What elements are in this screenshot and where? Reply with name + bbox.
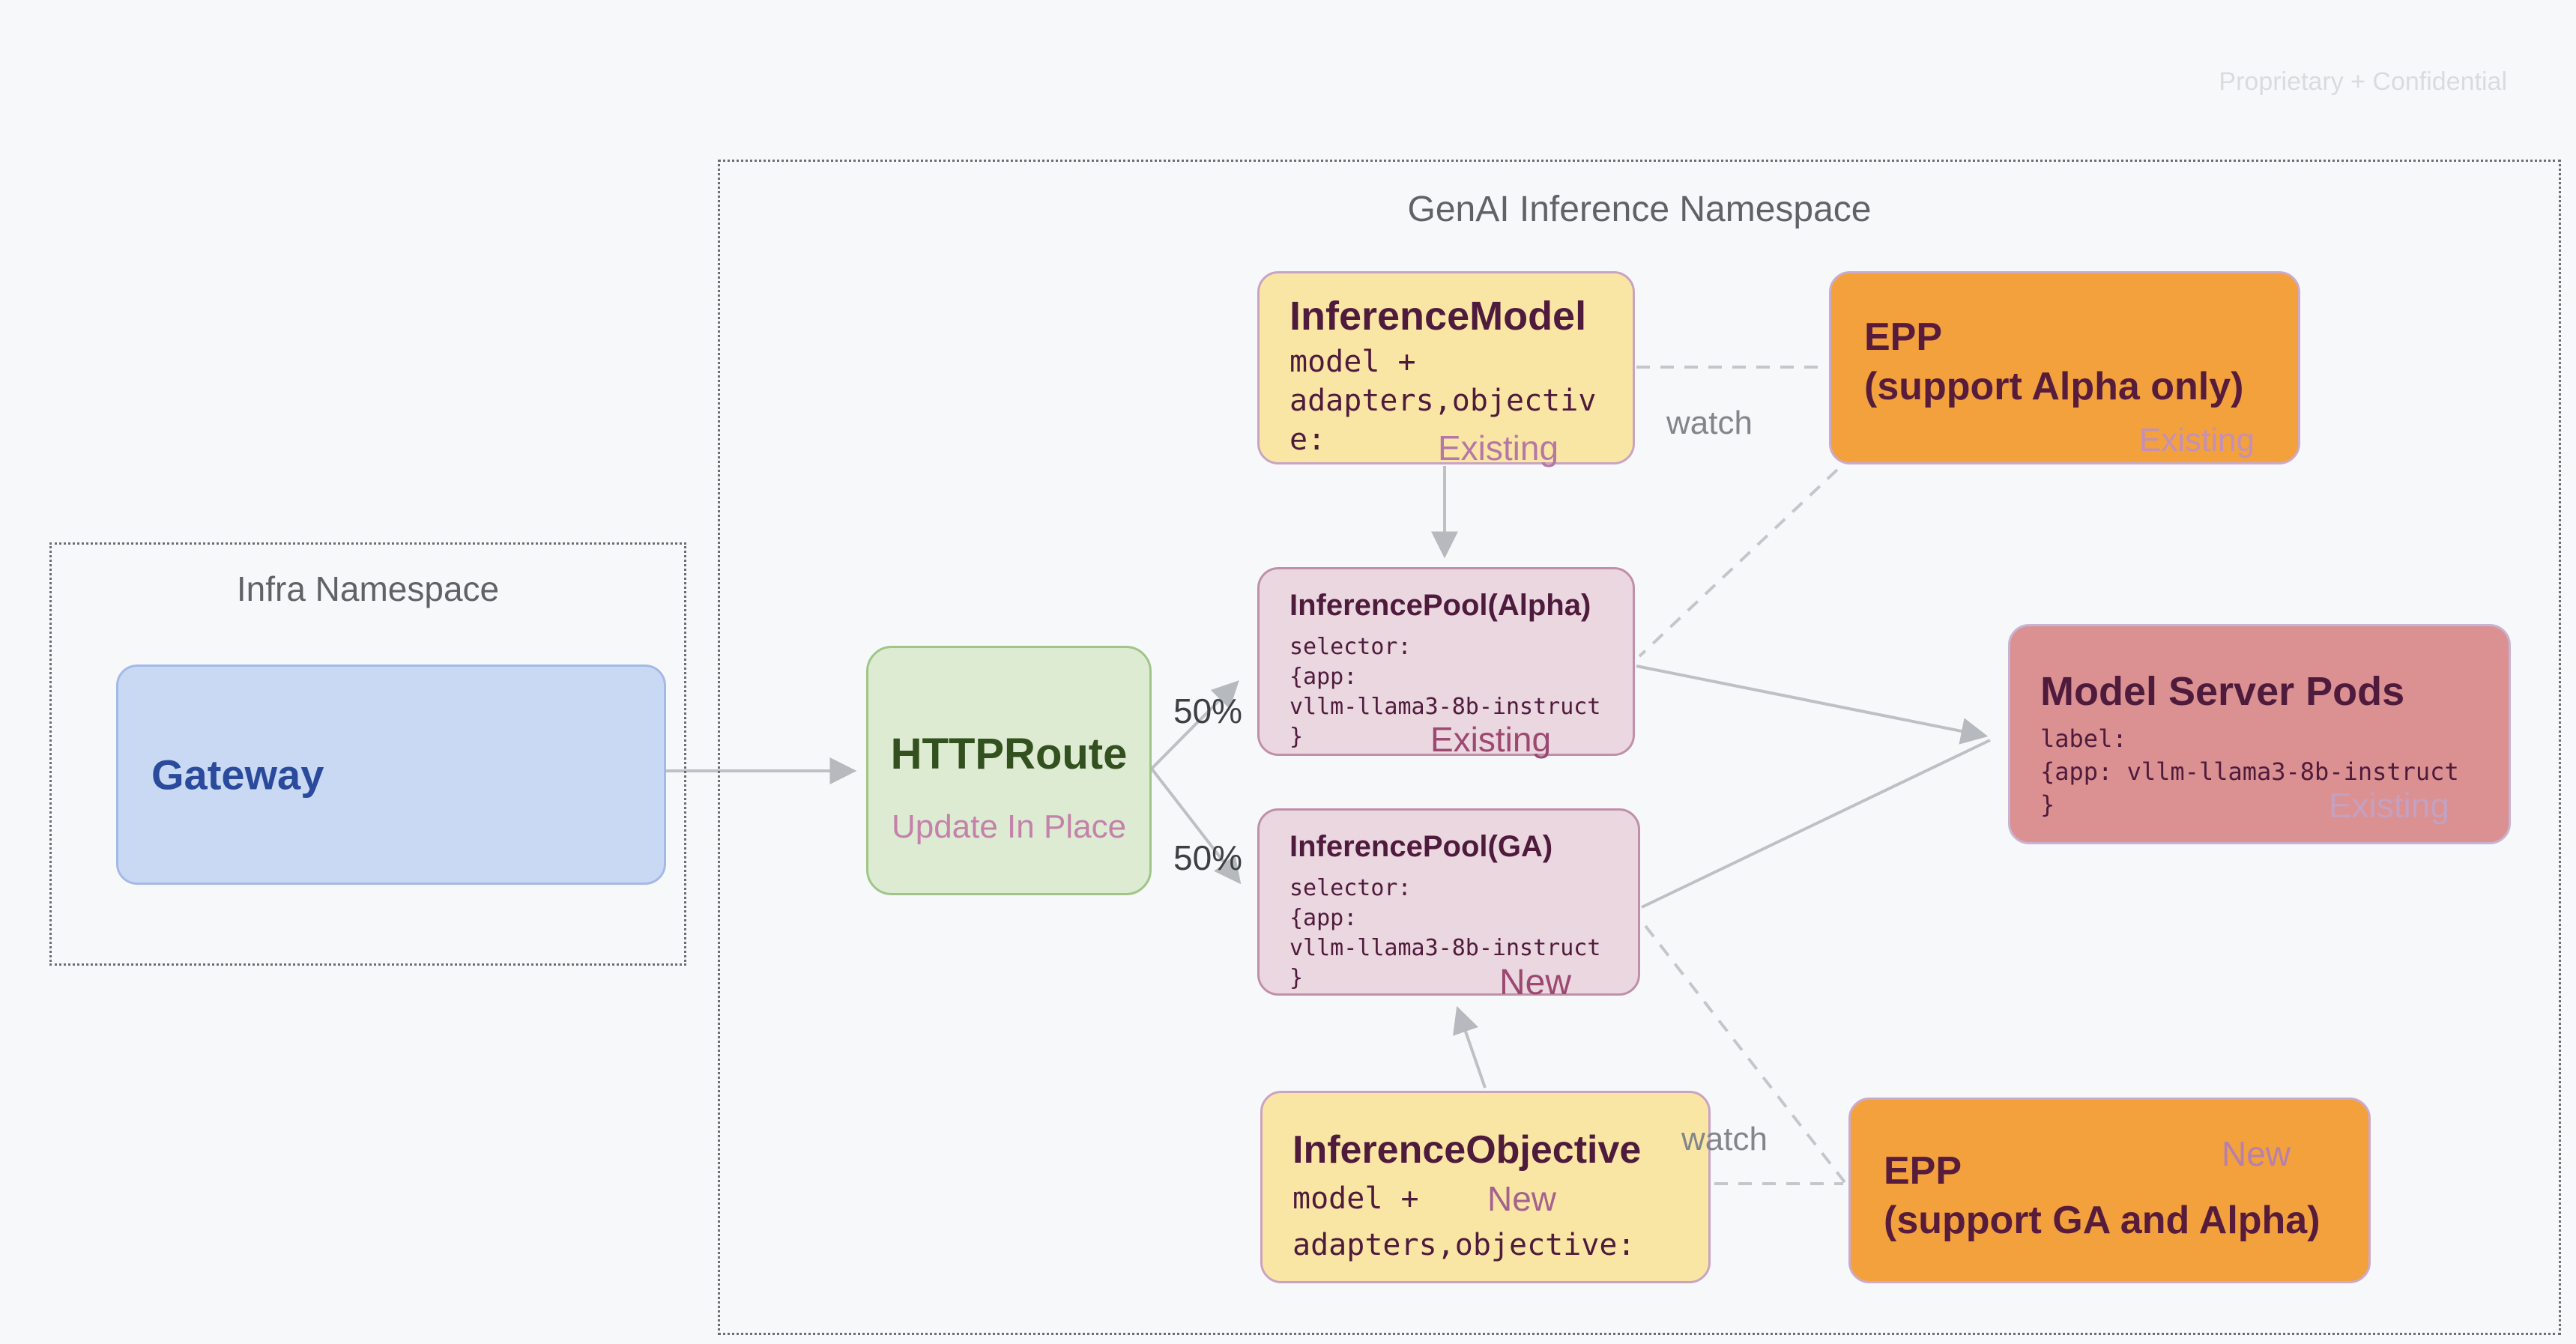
inference-objective-status: New — [1487, 1179, 1557, 1218]
inference-objective-title: InferenceObjective — [1292, 1128, 1642, 1172]
genai-namespace-title: GenAI Inference Namespace — [1407, 190, 1872, 229]
gateway-node: Gateway — [116, 665, 666, 885]
code-line: {app: vllm-llama3-8b-instruct — [2040, 757, 2459, 786]
inference-model-node: InferenceModel model + adapters,objectiv… — [1257, 271, 1635, 467]
inference-pool-ga-title: InferencePool(GA) — [1289, 830, 1553, 863]
watch-top-label: watch — [1666, 405, 1753, 441]
model-server-pods-status: Existing — [2329, 786, 2450, 825]
code-line: selector: — [1289, 875, 1412, 901]
inference-pool-ga-node: InferencePool(GA) selector: {app: vllm-l… — [1257, 808, 1640, 1002]
inference-model-code: model + adapters,objectiv e: — [1289, 342, 1596, 459]
watch-bottom-label: watch — [1681, 1121, 1768, 1157]
httproute-subtitle: Update In Place — [891, 808, 1127, 845]
epp-ga-title-line2: (support GA and Alpha) — [1884, 1199, 2320, 1242]
infra-namespace-title: Infra Namespace — [236, 569, 500, 608]
inference-pool-ga-code: selector: {app: vllm-llama3-8b-instruct … — [1289, 874, 1600, 993]
code-line: {app: — [1289, 664, 1358, 690]
inference-objective-code-bottom: adapters,objective: — [1292, 1228, 1636, 1262]
model-server-pods-node: Model Server Pods label: {app: vllm-llam… — [2008, 624, 2511, 844]
model-server-pods-code: label: {app: vllm-llama3-8b-instruct } — [2040, 722, 2459, 821]
code-line: vllm-llama3-8b-instruct — [1289, 694, 1601, 720]
inference-pool-ga-status: New — [1499, 963, 1572, 1002]
watermark: Proprietary + Confidential — [2219, 67, 2507, 96]
epp-alpha-node: EPP (support Alpha only) Existing — [1829, 271, 2300, 464]
code-line: label: — [2040, 724, 2127, 753]
httproute-node: HTTPRoute Update In Place — [866, 646, 1152, 895]
httproute-title: HTTPRoute — [890, 730, 1128, 778]
code-line: selector: — [1289, 634, 1412, 660]
split-bottom-label: 50% — [1173, 838, 1243, 877]
code-line: model + — [1289, 345, 1416, 379]
epp-ga-status: New — [2222, 1134, 2291, 1173]
code-line: e: — [1289, 423, 1326, 457]
epp-ga-title: EPP (support GA and Alpha) — [1884, 1146, 2320, 1245]
code-line: vllm-llama3-8b-instruct — [1289, 935, 1601, 961]
inference-model-title: InferenceModel — [1289, 294, 1587, 339]
epp-alpha-title-line1: EPP — [1864, 315, 1943, 359]
infra-namespace-box: Infra Namespace Gateway — [49, 542, 686, 966]
inference-pool-alpha-status: Existing — [1430, 720, 1552, 759]
epp-ga-node: New EPP (support GA and Alpha) — [1848, 1098, 2371, 1283]
epp-alpha-title: EPP (support Alpha only) — [1864, 312, 2243, 411]
inference-model-status: Existing — [1438, 429, 1559, 467]
inference-pool-alpha-title: InferencePool(Alpha) — [1289, 589, 1591, 622]
inference-pool-alpha-node: InferencePool(Alpha) selector: {app: vll… — [1257, 567, 1635, 759]
genai-namespace-box: GenAI Inference Namespace — [718, 160, 2561, 1335]
epp-alpha-title-line2: (support Alpha only) — [1864, 365, 2244, 408]
inference-pool-alpha-code: selector: {app: vllm-llama3-8b-instruct … — [1289, 632, 1600, 752]
code-line: } — [2040, 790, 2055, 819]
model-server-pods-title: Model Server Pods — [2040, 669, 2405, 714]
code-line: } — [1289, 965, 1304, 991]
code-line: {app: — [1289, 905, 1358, 931]
code-line: adapters,objectiv — [1289, 384, 1597, 418]
split-top-label: 50% — [1173, 691, 1243, 730]
epp-alpha-status: Existing — [2138, 422, 2255, 458]
inference-objective-code-top: model + — [1292, 1181, 1419, 1216]
epp-ga-title-line1: EPP — [1884, 1149, 1962, 1193]
gateway-title: Gateway — [151, 751, 324, 799]
code-line: } — [1289, 724, 1304, 750]
inference-objective-node: InferenceObjective model + New adapters,… — [1260, 1091, 1711, 1283]
